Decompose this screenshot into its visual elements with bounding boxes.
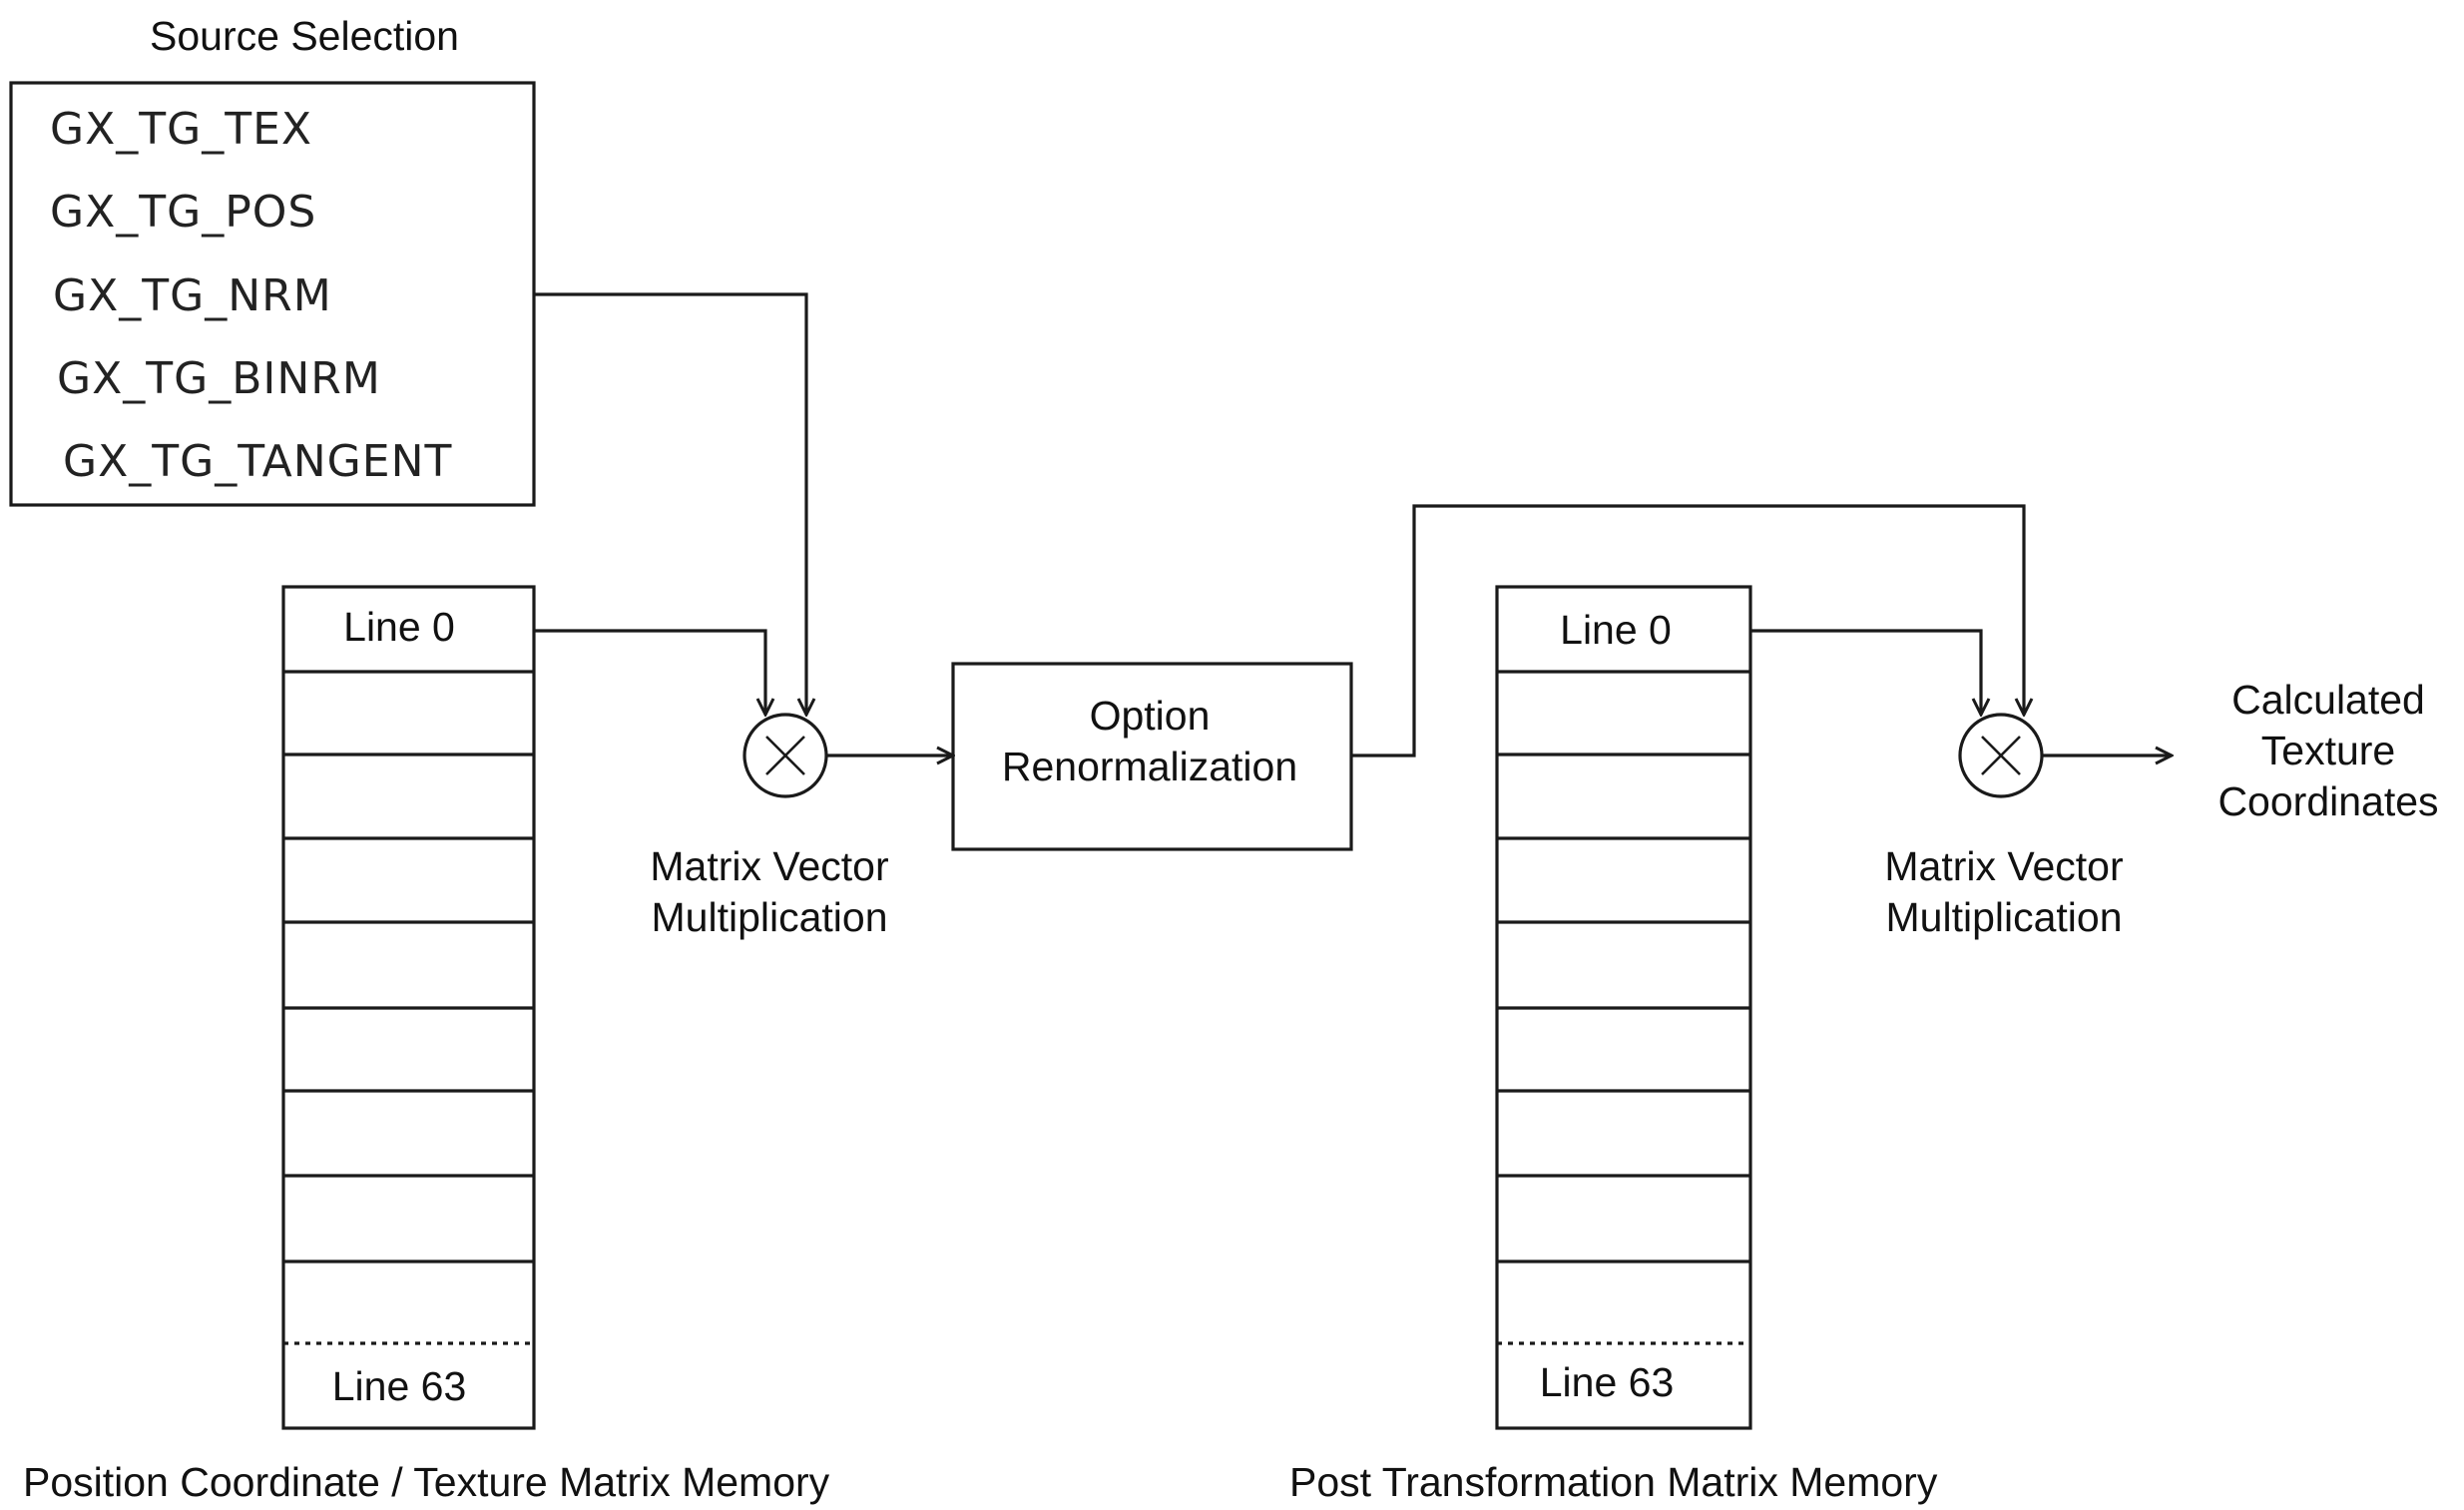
source-option-nrm: GX_TG_NRM (53, 270, 332, 321)
renormalization-label-line1: Option (1090, 693, 1211, 739)
position-memory-line-0: Line 0 (343, 604, 455, 650)
source-selection-box (9, 81, 536, 507)
output-label-line3: Coordinates (2218, 778, 2438, 824)
source-option-pos: GX_TG_POS (50, 187, 316, 238)
source-option-tangent: GX_TG_TANGENT (63, 436, 452, 487)
post-matrix-memory-caption: Post Transformation Matrix Memory (1289, 1459, 1938, 1505)
multiplier-2-label-line2: Multiplication (1886, 894, 2123, 940)
connector-source-to-multiplier-1 (534, 292, 806, 715)
multiplier-1-label-line2: Multiplication (652, 894, 888, 940)
source-option-tex: GX_TG_TEX (50, 104, 312, 155)
multiply-cross-stroke (765, 736, 805, 775)
post-matrix-memory: Line 0 Line 63 (1495, 585, 1752, 1430)
source-selection-title: Source Selection (150, 13, 459, 59)
output-label-line2: Texture (2261, 728, 2395, 773)
renormalization-box (951, 662, 1353, 851)
matrix-vector-multiplier-2 (1958, 713, 2044, 798)
position-matrix-memory: Line 0 Line 63 (281, 585, 536, 1430)
post-memory-line-63: Line 63 (1540, 1359, 1675, 1405)
multiplier-2-label-line1: Matrix Vector (1884, 843, 2123, 889)
renormalization-label-line2: Renormalization (1002, 744, 1297, 789)
matrix-vector-multiplier-1 (742, 713, 828, 798)
connector-post-memory-to-multiplier-2 (1750, 629, 1981, 715)
output-label-line1: Calculated (2231, 677, 2425, 723)
connector-position-memory-to-multiplier-1 (534, 629, 765, 715)
connector-renormalization-to-multiplier-2 (1351, 504, 2024, 757)
multiply-cross-stroke (1981, 736, 2021, 775)
multiplier-1-label-line1: Matrix Vector (650, 843, 888, 889)
position-memory-line-63: Line 63 (332, 1363, 467, 1409)
position-matrix-memory-caption: Position Coordinate / Texture Matrix Mem… (23, 1459, 830, 1505)
post-memory-line-0: Line 0 (1560, 607, 1672, 653)
source-option-binrm: GX_TG_BINRM (57, 353, 381, 404)
